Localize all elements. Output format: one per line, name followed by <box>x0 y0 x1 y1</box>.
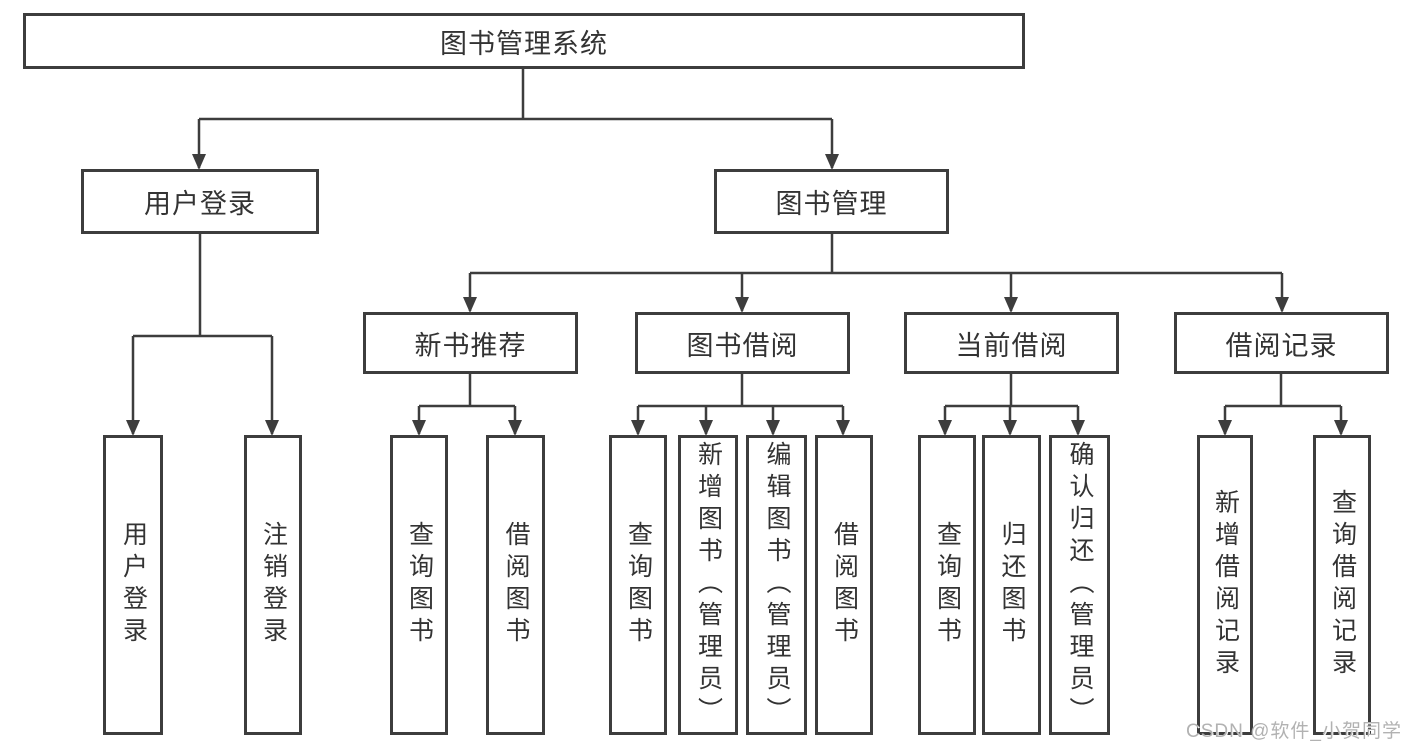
node-borrow-records: 借阅记录 <box>1174 312 1389 374</box>
leaf-label: 借阅图书 <box>502 521 530 649</box>
node-label: 图书管理系统 <box>440 28 608 59</box>
leaf-label: 新增借阅记录 <box>1211 489 1240 681</box>
node-book-borrow: 图书借阅 <box>635 312 850 374</box>
node-book-management: 图书管理 <box>714 169 949 234</box>
leaf-query-books-current: 查询图书 <box>918 435 976 735</box>
leaf-add-borrow-record: 新增借阅记录 <box>1197 435 1253 735</box>
watermark: CSDN @软件_小贺同学 <box>1186 721 1402 742</box>
leaf-logout: 注销登录 <box>244 435 302 735</box>
node-new-book-recommend: 新书推荐 <box>363 312 578 374</box>
leaf-label: 编辑图书（管理员） <box>763 441 791 729</box>
node-label: 借阅记录 <box>1225 330 1338 361</box>
leaf-query-books-recommend: 查询图书 <box>390 435 448 735</box>
leaf-label: 查询图书 <box>933 521 962 649</box>
leaf-confirm-return-admin: 确认归还（管理员） <box>1049 435 1110 735</box>
leaf-label: 新增图书（管理员） <box>694 441 723 729</box>
leaf-label: 归还图书 <box>998 521 1026 649</box>
leaf-label: 借阅图书 <box>830 521 859 649</box>
leaf-return-book: 归还图书 <box>982 435 1041 735</box>
node-user-login: 用户登录 <box>81 169 319 234</box>
node-label: 用户登录 <box>144 189 256 219</box>
leaf-query-books-borrow: 查询图书 <box>609 435 667 735</box>
leaf-edit-book-admin: 编辑图书（管理员） <box>746 435 807 735</box>
node-label: 新书推荐 <box>414 330 527 361</box>
node-label: 当前借阅 <box>955 330 1068 361</box>
leaf-borrow-books: 借阅图书 <box>815 435 873 735</box>
leaf-add-book-admin: 新增图书（管理员） <box>678 435 738 735</box>
node-current-borrow: 当前借阅 <box>904 312 1119 374</box>
leaf-label: 注销登录 <box>259 521 288 649</box>
leaf-query-borrow-record: 查询借阅记录 <box>1313 435 1371 735</box>
node-label: 图书借阅 <box>686 330 799 361</box>
leaf-borrow-books-recommend: 借阅图书 <box>486 435 545 735</box>
leaf-label: 用户登录 <box>119 521 148 649</box>
leaf-user-login: 用户登录 <box>103 435 163 735</box>
node-label: 图书管理 <box>775 189 888 219</box>
leaf-label: 查询图书 <box>405 521 434 649</box>
node-root-library-management-system: 图书管理系统 <box>23 13 1025 69</box>
leaf-label: 查询图书 <box>624 521 653 649</box>
leaf-label: 查询借阅记录 <box>1328 489 1357 681</box>
leaf-label: 确认归还（管理员） <box>1066 441 1094 729</box>
connector-strokes <box>131 69 1343 434</box>
